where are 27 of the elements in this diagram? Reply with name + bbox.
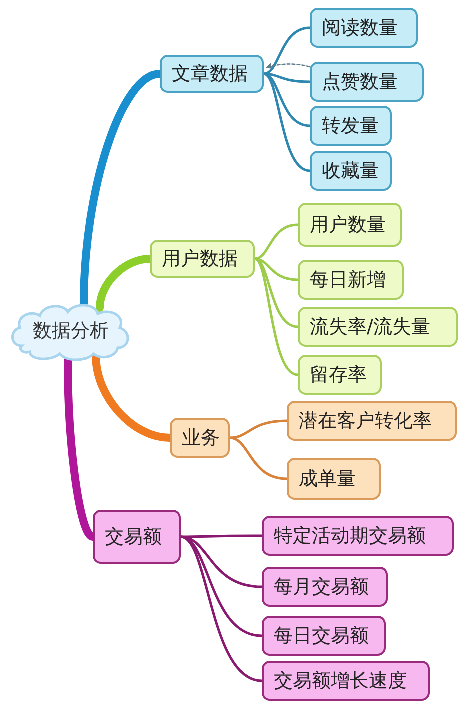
topic-box: 转发量 [310, 106, 392, 146]
topic-box: 点赞数量 [310, 62, 424, 102]
branch-line [254, 224, 300, 260]
branch-line [180, 534, 264, 538]
topic-box: 潜在客户转化率 [287, 401, 457, 441]
branch-line [228, 436, 288, 480]
topic-box: 用户数据 [150, 240, 255, 278]
topic-box: 用户数量 [298, 203, 402, 247]
branch-line [262, 72, 312, 172]
topic-box: 成单量 [287, 458, 381, 500]
topic-box: 业务 [170, 418, 230, 458]
dashed-arrow [265, 63, 311, 70]
topic-box: 特定活动期交易额 [262, 516, 454, 556]
topic-box: 每月交易额 [262, 567, 388, 607]
topic-box: 留存率 [298, 355, 382, 395]
branch-line [228, 420, 288, 440]
branch-line [254, 258, 300, 376]
topic-box: 流失率/流失量 [298, 307, 458, 347]
topic-box: 文章数据 [160, 55, 264, 93]
branch-line [180, 536, 264, 682]
topic-box: 交易额增长速度 [262, 661, 430, 701]
branch-line [262, 26, 312, 76]
topic-box: 每日交易额 [262, 616, 386, 656]
topic-box: 收藏量 [310, 151, 392, 191]
topic-box: 每日新增 [298, 260, 404, 300]
topic-box: 阅读数量 [310, 8, 418, 48]
topic-box: 交易额 [93, 510, 181, 564]
